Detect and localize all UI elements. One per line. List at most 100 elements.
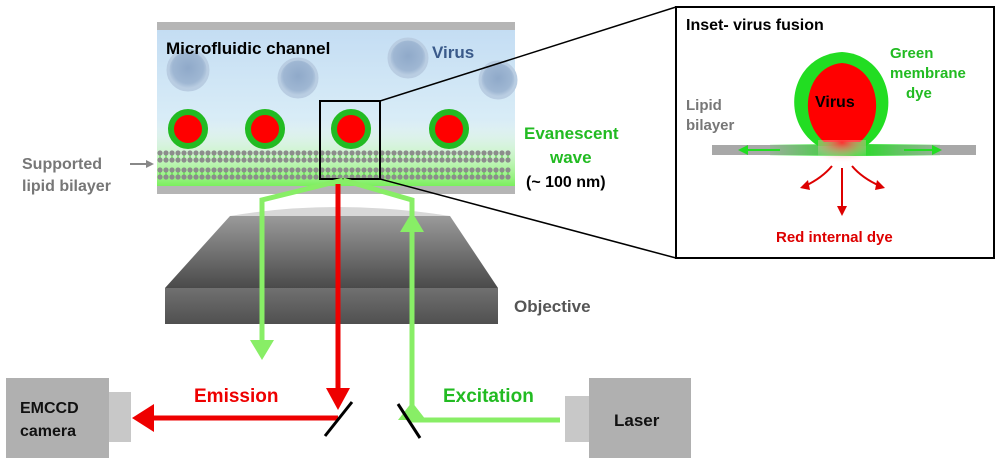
lipid-head <box>397 167 403 173</box>
lipid-head <box>187 157 193 163</box>
bound-virus <box>245 109 285 149</box>
supported-bilayer-label-line2: lipid bilayer <box>22 178 111 195</box>
lipid-head <box>253 157 259 163</box>
lipid-head <box>175 167 181 173</box>
supported-lipid-bilayer <box>157 150 511 180</box>
lipid-head <box>181 150 187 156</box>
excitation-label: Excitation <box>443 386 534 407</box>
lipid-head <box>169 174 175 180</box>
lipid-head <box>307 167 313 173</box>
inset-panel: Inset- virus fusion Virus Green membrane… <box>675 6 995 259</box>
lipid-head <box>391 150 397 156</box>
lipid-head <box>265 167 271 173</box>
lipid-head <box>301 150 307 156</box>
bound-virus <box>429 109 469 149</box>
lipid-head <box>493 174 499 180</box>
lipid-head <box>469 167 475 173</box>
lipid-head <box>187 167 193 173</box>
lipid-head <box>409 167 415 173</box>
lipid-head <box>403 150 409 156</box>
lipid-head <box>313 174 319 180</box>
lipid-head <box>451 157 457 163</box>
lipid-head <box>205 174 211 180</box>
lipid-head <box>199 174 205 180</box>
lipid-head <box>361 167 367 173</box>
lipid-head <box>373 157 379 163</box>
lipid-head <box>307 174 313 180</box>
lipid-head <box>475 150 481 156</box>
lipid-head <box>367 167 373 173</box>
lipid-head <box>499 174 505 180</box>
lipid-head <box>493 167 499 173</box>
lipid-head <box>445 150 451 156</box>
lipid-head <box>175 174 181 180</box>
lipid-head <box>181 174 187 180</box>
lipid-head <box>385 150 391 156</box>
lipid-head <box>421 167 427 173</box>
lipid-head <box>253 150 259 156</box>
lipid-head <box>463 167 469 173</box>
microfluidic-channel <box>157 22 518 194</box>
lipid-head <box>433 157 439 163</box>
virus-label: Virus <box>432 43 474 62</box>
lipid-head <box>421 174 427 180</box>
lipid-head <box>427 150 433 156</box>
free-viruses <box>166 37 518 100</box>
lipid-head <box>289 157 295 163</box>
lipid-head <box>229 157 235 163</box>
lipid-head <box>445 174 451 180</box>
lipid-head <box>325 167 331 173</box>
lipid-head <box>457 150 463 156</box>
lipid-head <box>211 157 217 163</box>
lipid-head <box>163 174 169 180</box>
lipid-head <box>301 167 307 173</box>
lipid-head <box>487 174 493 180</box>
lipid-head <box>457 174 463 180</box>
lipid-head <box>217 167 223 173</box>
lipid-head <box>223 174 229 180</box>
lipid-head <box>217 174 223 180</box>
lipid-head <box>235 150 241 156</box>
lipid-head <box>427 174 433 180</box>
lipid-head <box>265 150 271 156</box>
lipid-head <box>211 174 217 180</box>
lipid-head <box>157 167 163 173</box>
lipid-head <box>337 150 343 156</box>
lipid-head <box>169 150 175 156</box>
lipid-head <box>469 157 475 163</box>
lipid-head <box>229 150 235 156</box>
lipid-head <box>253 167 259 173</box>
lipid-head <box>295 150 301 156</box>
emission-arrowhead-down <box>326 388 350 410</box>
lipid-head <box>313 150 319 156</box>
lipid-head <box>415 174 421 180</box>
emccd-label-line1: EMCCD <box>20 400 79 417</box>
lipid-head <box>403 174 409 180</box>
lipid-head <box>445 167 451 173</box>
lipid-head <box>409 157 415 163</box>
bound-viruses <box>168 109 469 149</box>
lipid-head <box>193 174 199 180</box>
lipid-head <box>283 157 289 163</box>
lipid-head <box>451 167 457 173</box>
objective-top-face <box>165 216 498 288</box>
lipid-head <box>421 157 427 163</box>
lipid-head <box>391 157 397 163</box>
lipid-head <box>181 157 187 163</box>
lipid-head <box>499 157 505 163</box>
lipid-head <box>199 157 205 163</box>
lipid-head <box>439 167 445 173</box>
lipid-head <box>271 150 277 156</box>
lipid-head <box>277 167 283 173</box>
lipid-head <box>313 167 319 173</box>
lipid-head <box>409 174 415 180</box>
excitation-arrowhead-down <box>250 340 274 360</box>
lipid-head <box>433 174 439 180</box>
inset-red-arrowhead-right <box>875 180 885 190</box>
inset-green-dye-label-line3: dye <box>906 85 932 102</box>
lipid-head <box>391 167 397 173</box>
lipid-head <box>343 167 349 173</box>
lipid-head <box>301 174 307 180</box>
lipid-head <box>157 150 163 156</box>
